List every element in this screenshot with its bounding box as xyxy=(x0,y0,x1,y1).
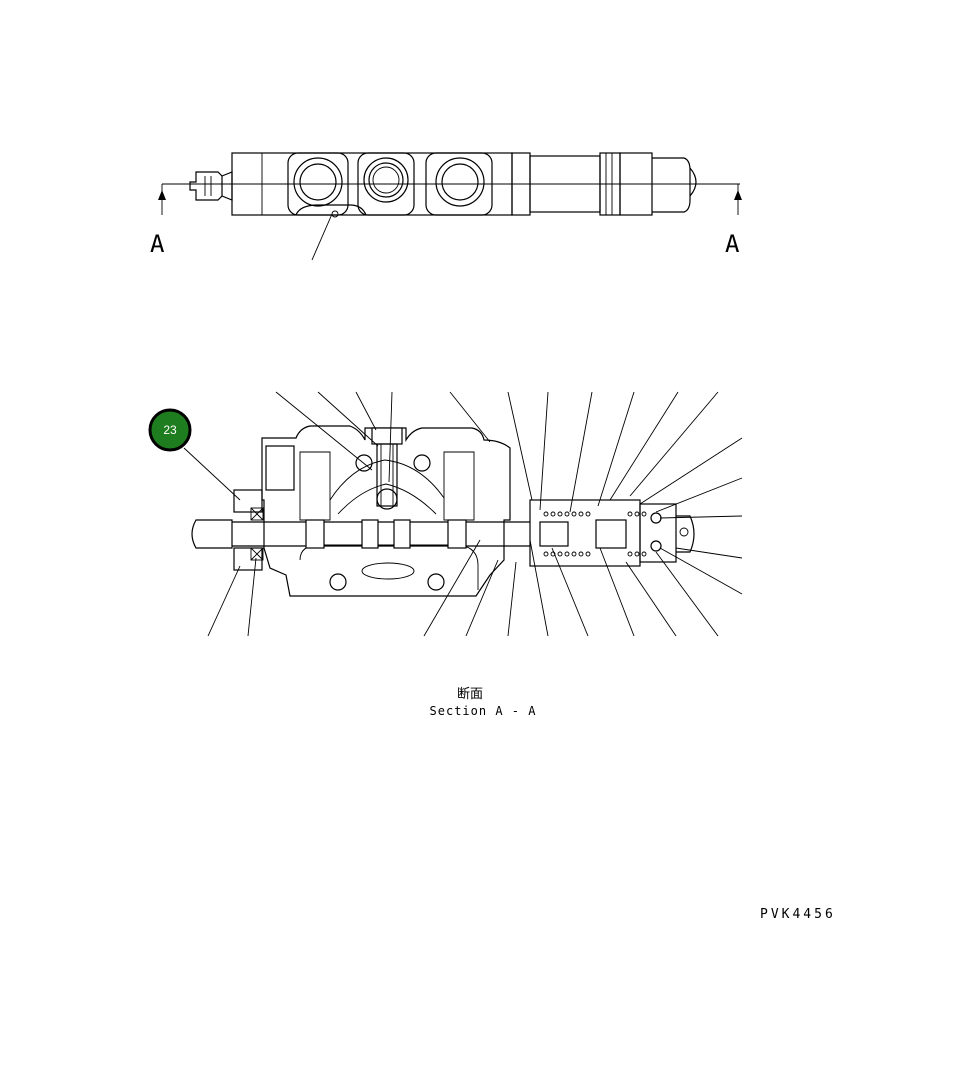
caption-en: Section A - A xyxy=(430,704,537,718)
section-marker-left: A xyxy=(150,230,165,258)
callout-23[interactable]: 23 xyxy=(148,408,192,452)
callout-badge xyxy=(148,408,192,452)
section-marker-right: A xyxy=(725,230,740,258)
top-view xyxy=(158,152,742,261)
section-view xyxy=(191,425,695,597)
callout-number: 23 xyxy=(163,423,177,437)
drawing-id: PVK4456 xyxy=(760,907,836,922)
leader-lines xyxy=(183,391,743,637)
caption-jp: 断面 xyxy=(457,687,483,702)
